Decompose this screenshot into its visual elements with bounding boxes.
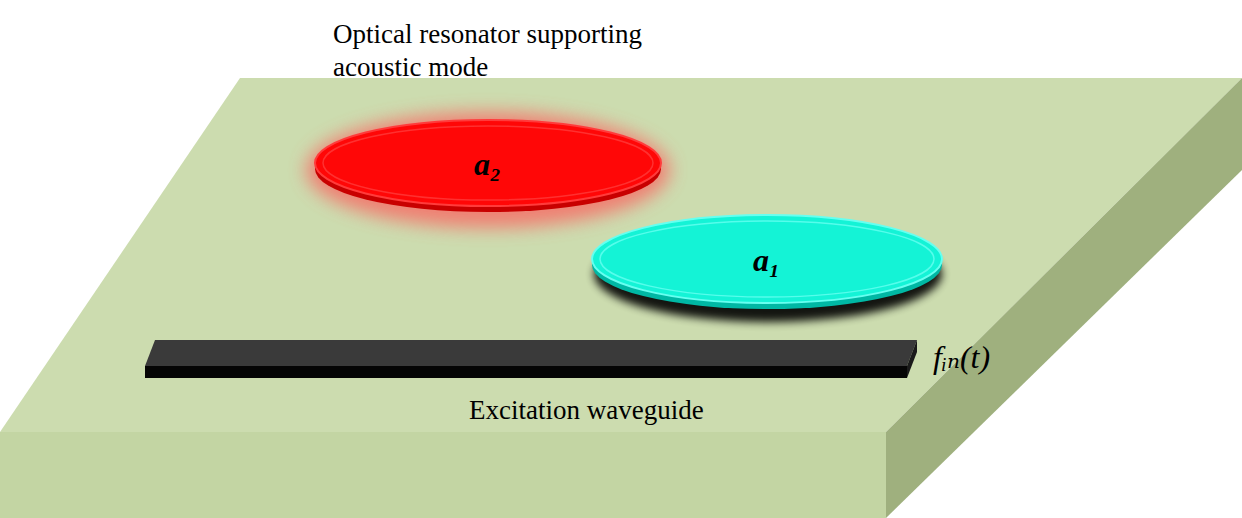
resonator-disk: Optical resonator supporting acoustic mo… (313, 116, 663, 216)
waveguide-shape (145, 340, 917, 380)
waveguide-front (145, 366, 907, 378)
waveguide-bar: Excitation waveguide (145, 340, 917, 380)
mode-symbol: a₂ (474, 146, 501, 183)
signal-label: fᵢₙ(t) (933, 338, 990, 376)
resonator-glow (306, 112, 670, 228)
resonator-disk: a₁ (590, 211, 944, 313)
resonator-heading: Optical resonator supporting acoustic mo… (333, 18, 733, 84)
waveguide-label: Excitation waveguide (469, 394, 704, 427)
slab-top (0, 78, 1242, 432)
disk-rim (600, 221, 934, 297)
mode-symbol: a₁ (753, 242, 780, 279)
slab-front (0, 432, 886, 518)
waveguide-end (907, 340, 917, 378)
waveguide-top (145, 340, 917, 366)
disk-rim (323, 126, 653, 200)
disk-top (315, 120, 661, 206)
disk-top (592, 215, 942, 303)
slab-side (886, 78, 1242, 518)
